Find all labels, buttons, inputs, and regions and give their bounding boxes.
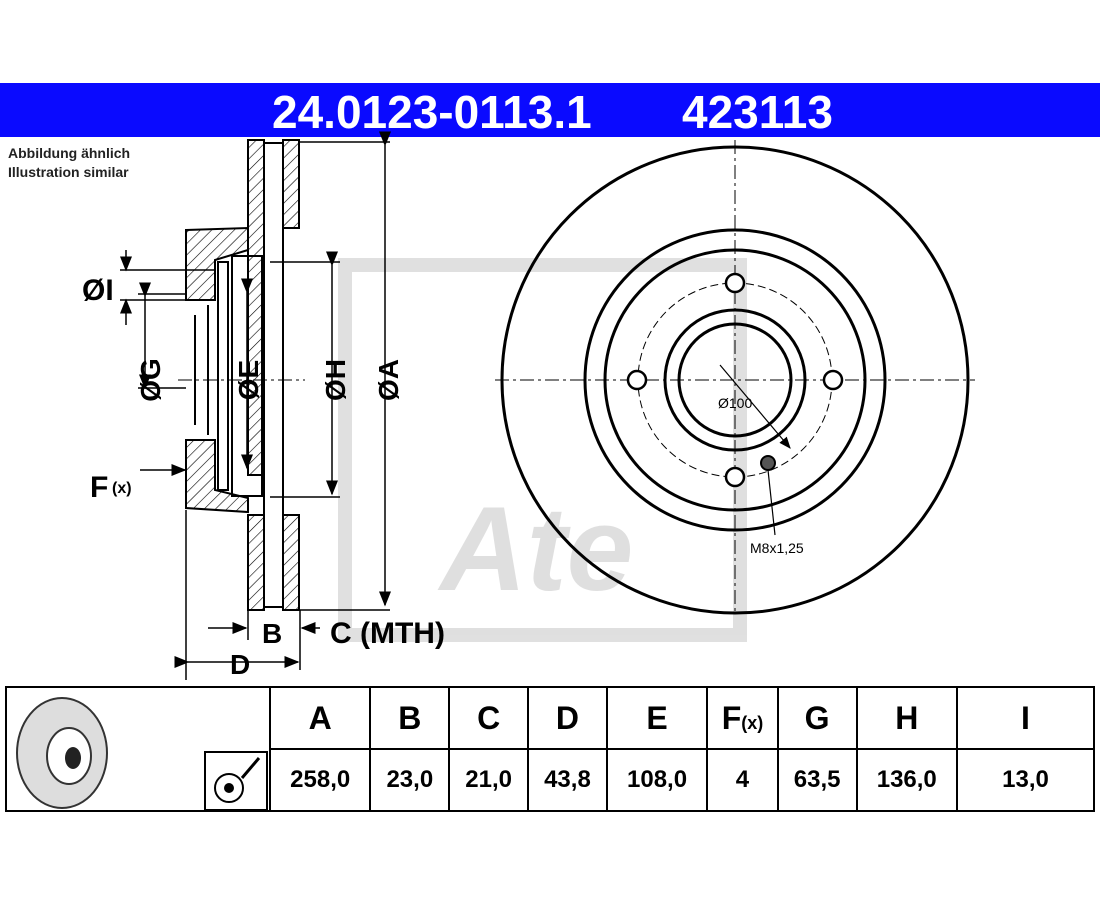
ate-watermark: Ate — [338, 258, 747, 642]
header-F-letter: F — [721, 699, 742, 736]
note-en: Illustration similar — [8, 164, 129, 180]
label-D: D — [230, 649, 250, 680]
label-A: ØA — [373, 359, 404, 401]
disc-thumbnail-icon — [16, 697, 268, 810]
header-D: D — [527, 686, 608, 750]
header-F: F(x) — [706, 686, 779, 750]
section-view — [178, 139, 305, 611]
thread-label: M8x1,25 — [750, 540, 804, 556]
technical-drawing: Ate — [82, 131, 975, 680]
header-I: I — [956, 686, 1095, 750]
label-G: ØG — [135, 358, 166, 402]
header-F-suffix: (x) — [741, 712, 764, 733]
value-A: 258,0 — [268, 748, 372, 812]
label-E: ØE — [233, 360, 264, 400]
value-C: 21,0 — [448, 748, 530, 812]
dimension-table: A B C D E F(x) G H I 258,0 23,0 21,0 43,… — [5, 686, 1095, 812]
value-H: 136,0 — [855, 748, 959, 812]
bolt-circle-label: Ø100 — [718, 395, 752, 411]
product-image-cell — [5, 686, 271, 812]
label-F: F — [90, 471, 108, 504]
header-band: 24.0123-0113.1 423113 — [0, 83, 1100, 138]
label-F-sub: (x) — [112, 480, 132, 497]
value-G: 63,5 — [776, 748, 858, 812]
section-labels: ØI ØG ØE ØH ØA F (x) B C (MTH) D — [82, 274, 445, 680]
label-B: B — [262, 618, 282, 649]
header-A: A — [268, 686, 372, 750]
label-H: ØH — [320, 359, 351, 401]
article-number: 24.0123-0113.1 — [272, 86, 592, 138]
value-E: 108,0 — [605, 748, 709, 812]
header-C: C — [448, 686, 530, 750]
header-B: B — [369, 686, 451, 750]
value-F: 4 — [706, 748, 779, 812]
dimension-lines — [120, 131, 391, 680]
front-view — [495, 140, 975, 615]
value-D: 43,8 — [527, 748, 608, 812]
header-G: G — [776, 686, 858, 750]
svg-text:Ate: Ate — [437, 482, 633, 616]
value-I: 13,0 — [956, 748, 1095, 812]
label-C: C (MTH) — [330, 617, 445, 650]
note-de: Abbildung ähnlich — [8, 145, 131, 161]
label-I: ØI — [82, 274, 114, 307]
value-B: 23,0 — [369, 748, 451, 812]
illustration-note: Abbildung ähnlich Illustration similar — [8, 144, 130, 182]
short-number: 423113 — [682, 86, 833, 138]
header-H: H — [855, 686, 959, 750]
header-E: E — [605, 686, 709, 750]
